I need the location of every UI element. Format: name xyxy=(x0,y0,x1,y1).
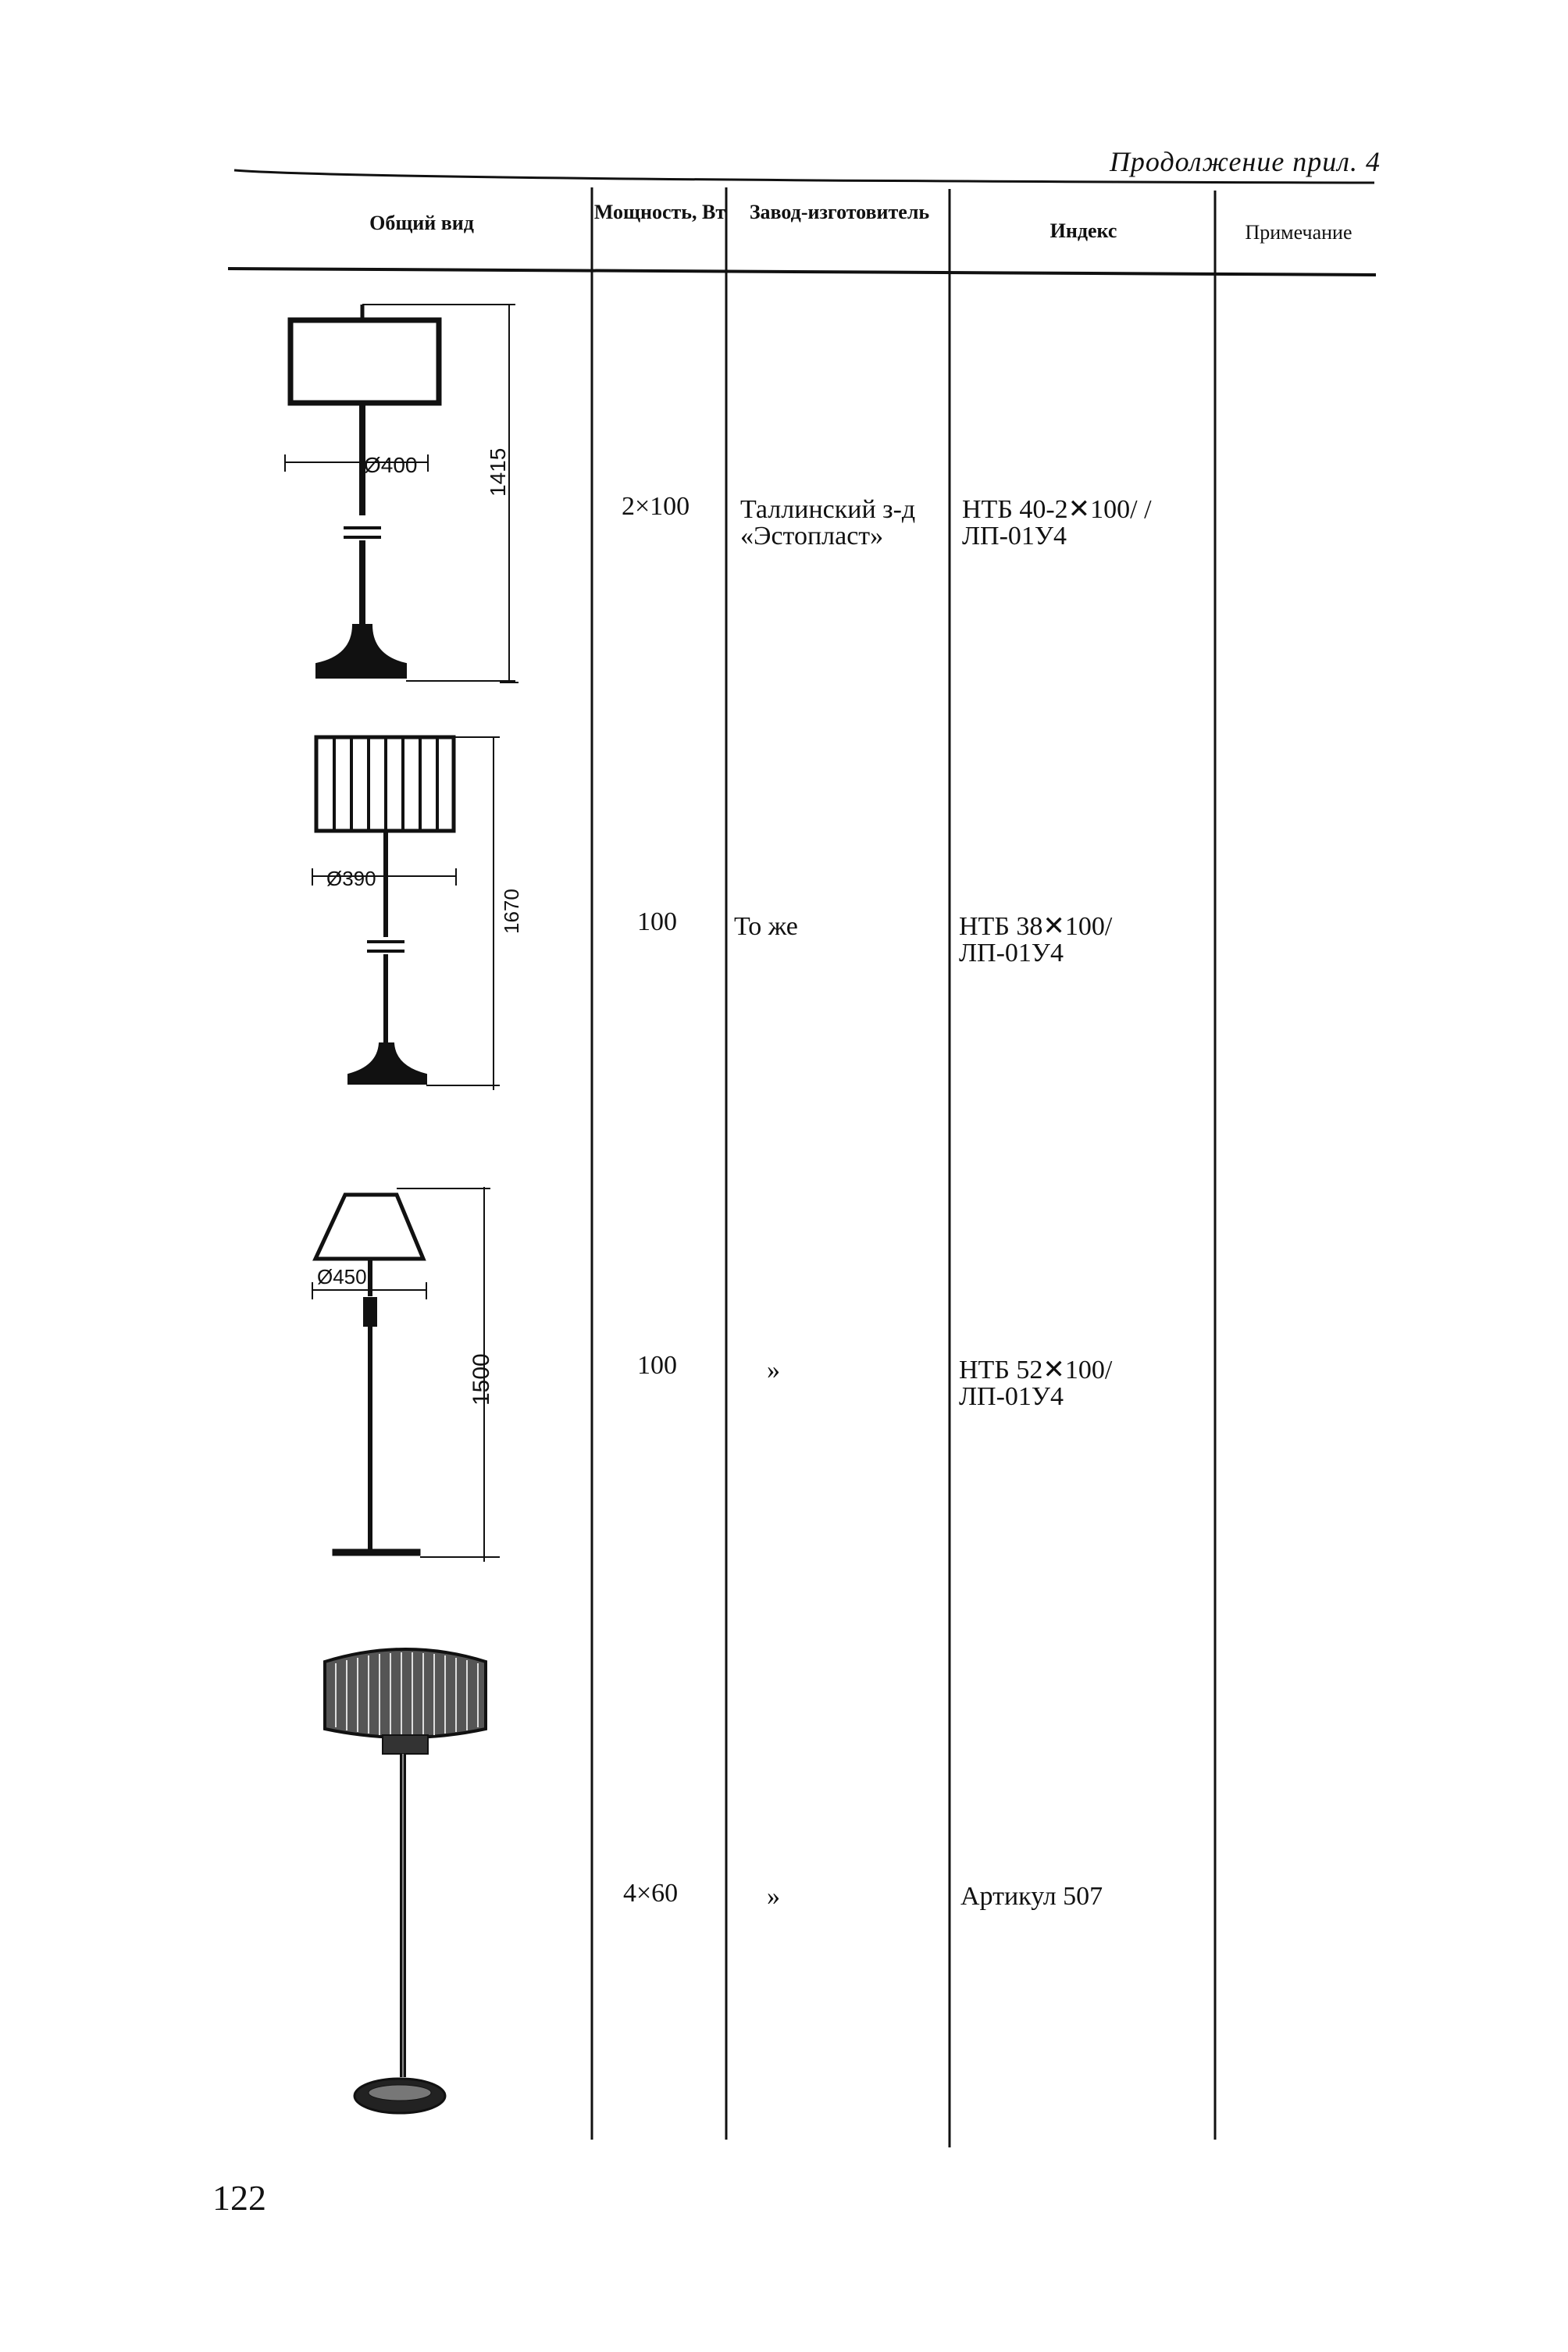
floor-lamp-2-drawing xyxy=(312,735,500,1090)
lamp-2-diameter-label: Ø390 xyxy=(326,867,376,890)
floor-lamp-4-illustration xyxy=(323,1648,487,2115)
row-2-power: 100 xyxy=(637,907,677,936)
page-number: 122 xyxy=(212,2178,266,2218)
lamp-3-diameter-label: Ø450 xyxy=(317,1265,367,1288)
row-4-index: Артикул 507 xyxy=(960,1882,1103,1911)
top-rule xyxy=(233,169,1375,184)
lamp-3-shade xyxy=(312,1192,426,1261)
floor-lamp-3-drawing xyxy=(312,1187,500,1562)
header-bottom-rule xyxy=(227,267,1377,276)
row-1-maker: Таллинский з-д «Эстопласт» xyxy=(740,495,916,551)
lamp-4-shade xyxy=(323,1648,487,1739)
row-3-index: НТБ 52✕100/ЛП-01У4 xyxy=(959,1356,1113,1411)
row-4-power: 4×60 xyxy=(623,1879,679,1908)
column-header-maker: Завод-изготовитель xyxy=(749,201,930,223)
row-2-index: НТБ 38✕100/ЛП-01У4 xyxy=(959,912,1113,968)
column-header-view: Общий вид xyxy=(369,212,474,234)
column-header-index: Индекс xyxy=(1049,219,1117,242)
floor-lamp-1-drawing xyxy=(284,304,519,683)
table-caption: Продолжение прил. 4 xyxy=(1109,146,1381,177)
column-header-power: Мощность, Вт xyxy=(593,201,726,223)
row-4-maker: » xyxy=(767,1882,780,1911)
row-3-maker: » xyxy=(767,1356,780,1384)
lamp-1-diameter-label: Ø400 xyxy=(364,453,418,477)
column-header-note: Примечание xyxy=(1245,221,1352,244)
lamp-2-height-label: 1670 xyxy=(500,889,523,934)
row-1-index: НТБ 40-2✕100/ /ЛП-01У4 xyxy=(962,495,1152,551)
table-rules xyxy=(227,169,1377,2147)
lamp-3-height-label: 1500 xyxy=(469,1353,494,1406)
row-1-power: 2×100 xyxy=(622,492,690,521)
row-2-maker: То же xyxy=(734,912,798,941)
lamp-1-shade xyxy=(287,317,442,406)
lamp-3-base xyxy=(332,1548,421,1556)
row-3-power: 100 xyxy=(637,1351,677,1380)
lamp-1-base xyxy=(315,624,407,679)
lamp-3-switch xyxy=(363,1297,377,1327)
lamp-1-height-label: 1415 xyxy=(486,447,510,497)
lamp-4-bulb-holder xyxy=(382,1734,429,1755)
lamp-2-base xyxy=(347,1042,427,1085)
